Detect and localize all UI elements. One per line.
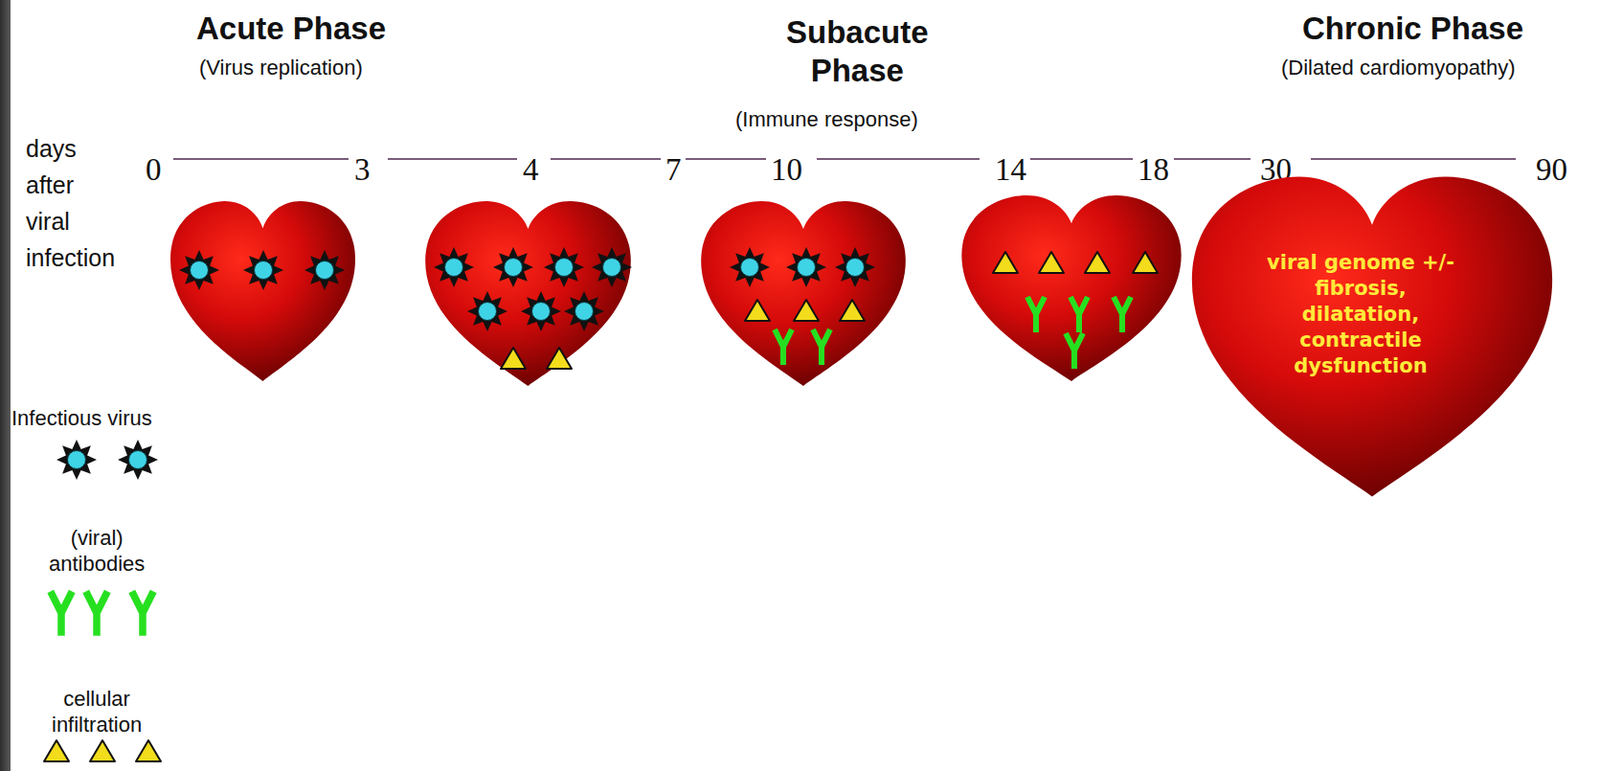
art-line <box>173 157 349 160</box>
art-use <box>44 740 69 762</box>
art-use <box>179 249 220 291</box>
art-path <box>961 195 1181 382</box>
art-use <box>467 291 508 332</box>
art-use <box>1065 333 1083 369</box>
art-use <box>520 291 562 332</box>
art-use <box>546 347 572 369</box>
infiltration-icons <box>44 251 1158 762</box>
day-number: 0 <box>145 154 162 186</box>
art-use <box>50 591 73 636</box>
timeline <box>173 157 1516 160</box>
heart <box>170 201 356 382</box>
art-use <box>839 299 865 321</box>
art-line <box>685 157 767 160</box>
art-use <box>135 740 161 762</box>
art-use <box>56 439 97 480</box>
phase-title: Chronic Phase <box>1302 9 1524 48</box>
art-use <box>1084 251 1110 273</box>
art-use <box>1038 251 1064 273</box>
heart <box>425 201 631 386</box>
art-use <box>86 591 109 636</box>
phase-subtitle: (Dilated cardiomyopathy) <box>1281 55 1516 81</box>
art-line <box>1173 157 1251 160</box>
art-line <box>387 157 518 160</box>
art-use <box>90 740 115 762</box>
day-number: 4 <box>522 154 540 186</box>
phase-subtitle: (Virus replication) <box>199 55 363 81</box>
heart <box>961 195 1181 382</box>
art-line <box>1030 157 1133 160</box>
day-number: 14 <box>994 154 1027 186</box>
day-number: 18 <box>1137 154 1170 186</box>
art-path <box>700 201 906 386</box>
art-use <box>729 247 770 288</box>
art-use <box>786 247 827 288</box>
art-use <box>834 247 876 288</box>
art-path <box>425 201 631 386</box>
art-line <box>1310 157 1516 160</box>
legend-text: Infectious virus <box>11 405 153 431</box>
day-number: 90 <box>1535 154 1568 186</box>
phase-title: Subacute Phase <box>786 13 929 91</box>
art-use <box>117 439 158 480</box>
day-number: 3 <box>354 154 371 186</box>
axis-title: days after viral infection <box>25 130 115 276</box>
legend-text: cellular infiltration <box>51 685 142 738</box>
art-use <box>992 251 1018 273</box>
art-use <box>1113 296 1131 333</box>
art-use <box>1070 296 1088 333</box>
art-use <box>543 247 585 288</box>
art-use <box>793 299 819 321</box>
art-line <box>550 157 661 160</box>
art-use <box>132 591 155 636</box>
art-use <box>591 247 632 288</box>
art-use <box>493 247 534 288</box>
heart-text: viral genome +/- fibrosis, dilatation, c… <box>1255 249 1466 380</box>
art-use <box>563 291 605 332</box>
day-number: 10 <box>770 154 803 186</box>
art-line <box>816 157 980 160</box>
art-path <box>170 201 356 382</box>
art-use <box>304 249 345 291</box>
legend-text: (viral) antibodies <box>48 524 145 577</box>
art-use <box>243 249 284 291</box>
phase-title: Acute Phase <box>196 9 386 48</box>
virus-icons <box>56 247 876 480</box>
art-use <box>1027 296 1045 333</box>
art-use <box>812 329 831 365</box>
art-use <box>774 329 792 365</box>
heart-outline <box>1192 177 1553 497</box>
art-use <box>500 347 526 369</box>
day-number: 7 <box>665 154 682 186</box>
heart-node: viral genome +/- fibrosis, dilatation, c… <box>1188 173 1556 500</box>
art-use <box>433 247 474 288</box>
page-edge <box>0 0 11 771</box>
heart <box>700 201 906 386</box>
antibody-icons <box>50 296 1131 636</box>
phase-subtitle: (Immune response) <box>735 107 919 133</box>
art-use <box>1132 251 1158 273</box>
art-use <box>744 299 770 321</box>
